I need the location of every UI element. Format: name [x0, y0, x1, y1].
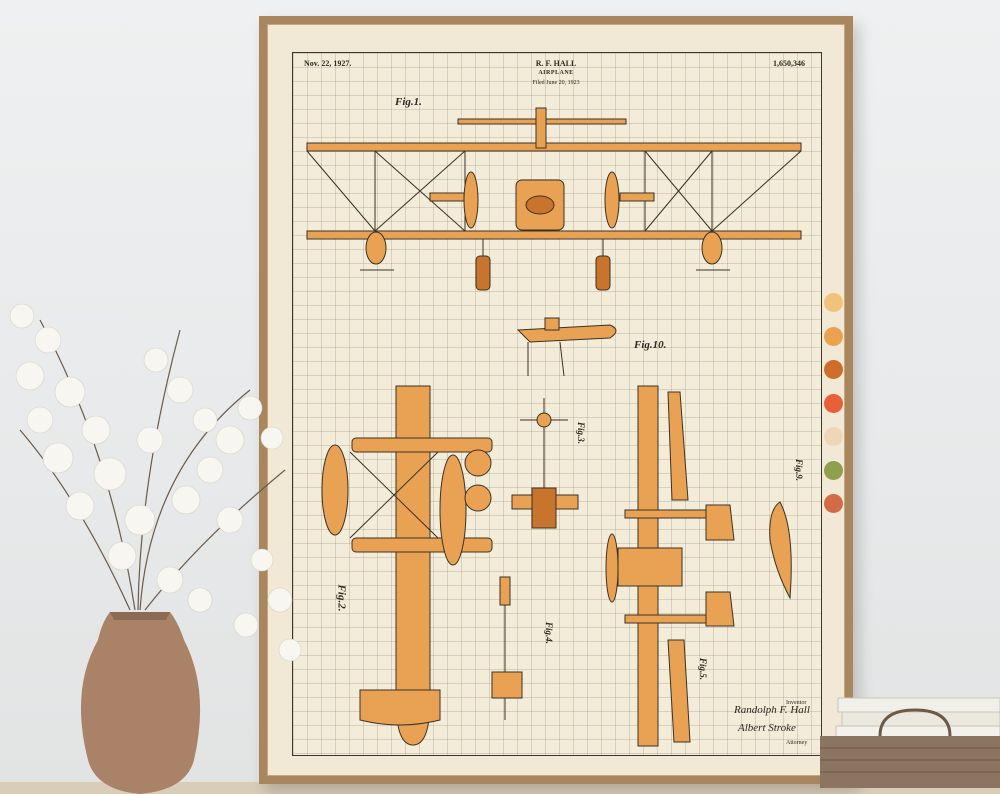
color-swatch-1	[824, 293, 843, 312]
inventor-signature: Randolph F. Hall	[734, 704, 810, 716]
color-swatch-3	[824, 360, 843, 379]
color-swatches	[824, 293, 846, 528]
inventor-caption: Inventor	[786, 700, 807, 706]
witness-signature: Albert Stroke	[738, 722, 796, 734]
patent-subject: AIRPLANE	[538, 70, 574, 76]
patent-inventor-header: R. F. HALL	[535, 59, 577, 68]
color-swatch-4	[824, 393, 843, 413]
patent-date: Nov. 22, 1927.	[304, 59, 352, 68]
fig1-label: Fig.1.	[395, 96, 422, 108]
color-swatch-5	[824, 427, 843, 446]
fig9-float	[769, 501, 792, 600]
basket	[820, 736, 1000, 788]
fig10-fuselage	[516, 324, 617, 343]
color-swatch-6	[824, 460, 843, 480]
shelf	[0, 782, 1000, 794]
patent-filed-date: Filed June 20, 1923	[532, 80, 580, 86]
vase	[80, 612, 201, 794]
fig10-label: Fig.10.	[634, 339, 667, 351]
fig1-upper-wing	[306, 142, 802, 152]
fig1-lower-wing	[306, 230, 802, 240]
color-swatch-7	[824, 494, 843, 513]
patent-sheet	[292, 52, 822, 756]
attorney-caption: Attorney	[786, 740, 808, 746]
patent-number: 1,650,346	[773, 59, 805, 68]
color-swatch-2	[824, 326, 843, 346]
